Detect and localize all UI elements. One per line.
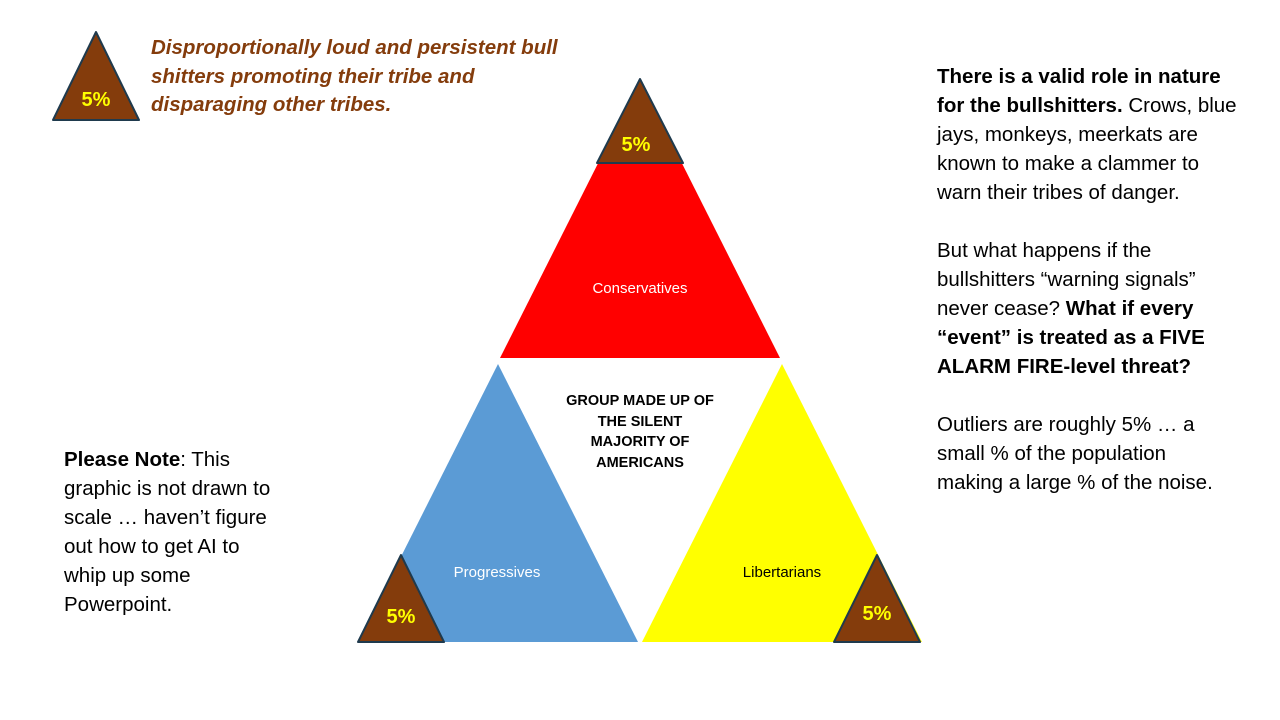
commentary-paragraph-1: There is a valid role in nature for the … — [937, 62, 1237, 207]
outlier-label-right: 5% — [863, 603, 892, 625]
outlier-triangle-right — [833, 554, 921, 643]
silent-majority-text: GROUP MADE UP OF THE SILENT MAJORITY OF … — [566, 393, 714, 471]
please-note: Please Note: This graphic is not drawn t… — [64, 445, 279, 619]
progressives-triangle — [358, 364, 638, 642]
outlier-triangle-left — [357, 554, 445, 643]
outlier-label-left: 5% — [387, 606, 416, 628]
legend-description: Disproportionally loud and persistent bu… — [151, 36, 558, 116]
progressives-label: Progressives — [454, 564, 541, 581]
libertarians-triangle — [642, 364, 922, 642]
commentary-p1-bold: There is a valid role in nature for the … — [937, 65, 1221, 117]
commentary-paragraph-2: But what happens if the bullshitters “wa… — [937, 236, 1237, 381]
outlier-label-top: 5% — [622, 134, 651, 156]
legend-triangle — [52, 31, 140, 121]
conservatives-triangle — [500, 80, 780, 358]
please-note-bold: Please Note — [64, 448, 181, 471]
conservatives-label: Conservatives — [592, 280, 687, 297]
outlier-triangle-top — [596, 78, 684, 164]
libertarians-label: Libertarians — [743, 564, 821, 581]
please-note-text: : This graphic is not drawn to scale … h… — [64, 448, 271, 616]
commentary-paragraph-3: Outliers are roughly 5% … a small % of t… — [937, 413, 1213, 494]
commentary-p2-text: But what happens if the bullshitters “wa… — [937, 239, 1196, 320]
commentary-p1-text: Crows, blue jays, monkeys, meerkats are … — [937, 94, 1237, 204]
legend-badge-label: 5% — [82, 89, 111, 111]
commentary-p2-bold: What if every “event” is treated as a FI… — [937, 297, 1205, 378]
commentary-panel: There is a valid role in nature for the … — [937, 62, 1237, 497]
